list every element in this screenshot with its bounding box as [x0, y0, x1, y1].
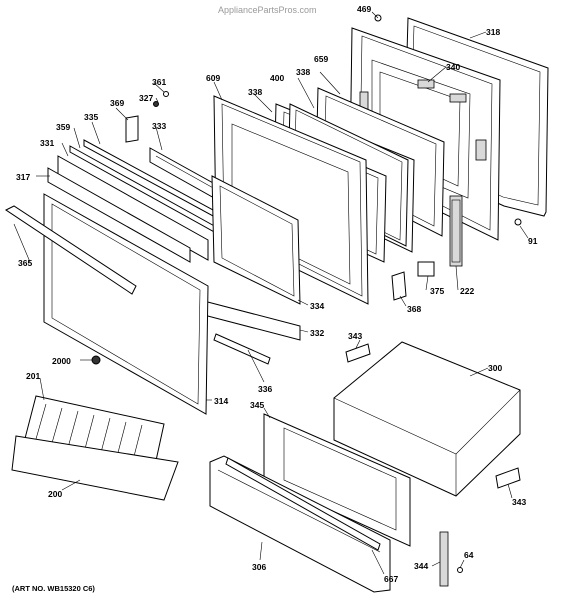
part-label-359: 359	[56, 122, 70, 132]
part-label-338-lower: 338	[248, 87, 262, 97]
part-label-659: 659	[314, 54, 328, 64]
drawer-side-345	[263, 413, 411, 547]
part-label-2000: 2000	[52, 356, 71, 366]
drawer-slide-343-lower	[495, 467, 521, 489]
part-label-300: 300	[488, 363, 502, 373]
part-label-340: 340	[446, 62, 460, 72]
rod-336	[213, 333, 271, 365]
part-label-368: 368	[407, 304, 421, 314]
part-labels: 469 318 340 659 338 400 609 338 361 327 …	[16, 4, 538, 584]
art-number: (ART NO. WB15320 C6)	[12, 584, 95, 593]
part-label-375: 375	[430, 286, 444, 296]
outer-door-314	[43, 193, 209, 415]
top-trim-317	[47, 167, 191, 263]
screw-361	[163, 91, 169, 97]
part-label-306: 306	[252, 562, 266, 572]
drawer-front-306	[209, 455, 391, 593]
part-label-345: 345	[250, 400, 264, 410]
part-label-331: 331	[40, 138, 54, 148]
part-label-335: 335	[84, 112, 98, 122]
part-label-91: 91	[528, 236, 538, 246]
leader-lines	[13, 11, 529, 575]
screw-64	[457, 567, 463, 573]
bottom-strip-332	[199, 299, 301, 341]
part-label-609: 609	[206, 73, 220, 83]
part-label-343-lower: 343	[512, 497, 526, 507]
knob-2000	[91, 355, 101, 365]
part-label-365: 365	[18, 258, 32, 268]
watermark: AppliancePartsPros.com	[218, 5, 317, 15]
part-label-201: 201	[26, 371, 40, 381]
hinge-222	[449, 195, 463, 267]
part-label-338-upper: 338	[296, 67, 310, 77]
liner-334	[211, 175, 301, 305]
screw-91	[514, 218, 522, 226]
part-label-317: 317	[16, 172, 30, 182]
oven-rack-200	[11, 435, 179, 501]
part-label-469: 469	[357, 4, 371, 14]
part-label-369: 369	[110, 98, 124, 108]
part-label-343-upper: 343	[348, 331, 362, 341]
trim-667	[225, 457, 381, 551]
part-label-318: 318	[486, 27, 500, 37]
bracket-375	[417, 261, 435, 277]
part-label-222: 222	[460, 286, 474, 296]
bracket-368	[391, 271, 407, 301]
handle-365	[5, 205, 137, 295]
part-label-334: 334	[310, 301, 324, 311]
part-label-336: 336	[258, 384, 272, 394]
part-label-332: 332	[310, 328, 324, 338]
part-label-64: 64	[464, 550, 474, 560]
part-label-667: 667	[384, 574, 398, 584]
part-label-327: 327	[139, 93, 153, 103]
part-label-400: 400	[270, 73, 284, 83]
panel-331	[57, 155, 209, 261]
part-label-344: 344	[414, 561, 428, 571]
bracket-369	[125, 115, 139, 143]
part-label-333: 333	[152, 121, 166, 131]
drawer-body-300	[333, 341, 521, 497]
part-label-361: 361	[152, 77, 166, 87]
slide-344	[439, 531, 449, 587]
part-label-200: 200	[48, 489, 62, 499]
screw-327	[153, 101, 159, 107]
part-label-314: 314	[214, 396, 228, 406]
drawer-slide-343-upper	[345, 343, 371, 363]
